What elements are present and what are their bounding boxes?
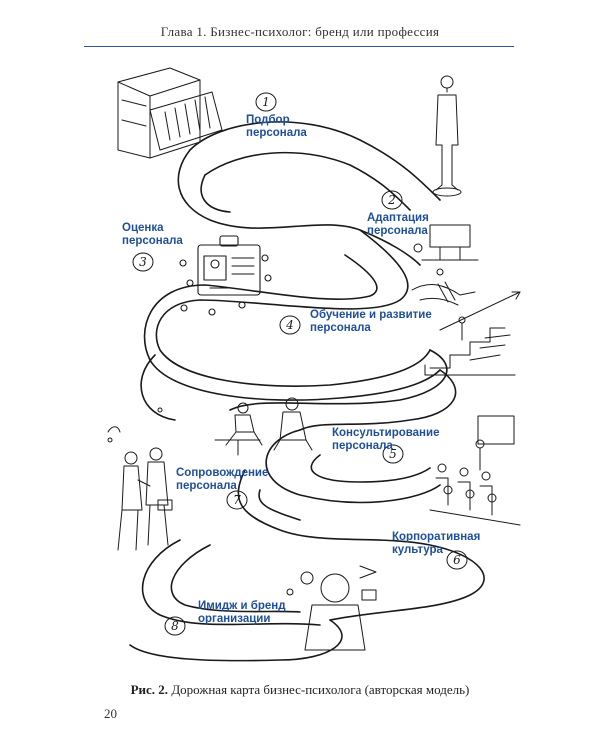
step-number-2: 2	[387, 193, 396, 207]
step-number-3: 3	[139, 255, 147, 269]
step-circle-8	[164, 616, 186, 636]
step-circle-4	[279, 315, 301, 335]
step-number-1: 1	[262, 95, 270, 109]
running-header: Глава 1. Бизнес-психолог: бренд или проф…	[160, 24, 440, 39]
step-circle-1	[255, 92, 277, 112]
figure-caption: Рис. 2. Дорожная карта бизнес-психолога …	[0, 682, 600, 698]
step-circle-7	[226, 490, 248, 510]
page-number: 20	[104, 706, 117, 721]
step-number-8: 8	[171, 619, 179, 633]
step-label-2: Адаптация персонала	[367, 212, 429, 237]
handshake-icon	[411, 224, 479, 306]
audience-icon	[429, 415, 521, 526]
support-handshake-icon	[107, 407, 173, 551]
step-circle-5	[382, 444, 404, 464]
header-rule	[84, 46, 514, 47]
step-number-6: 6	[453, 553, 461, 567]
step-label-7: Сопровождение персонала	[176, 467, 269, 492]
step-circles	[132, 92, 468, 636]
step-label-5: Консультирование персонала	[332, 427, 440, 452]
step-label-4: Обучение и развитие персонала	[310, 309, 432, 334]
figure-caption-label: Рис. 2.	[130, 682, 169, 697]
step-number-4: 4	[285, 318, 294, 332]
step-circle-6	[446, 550, 468, 570]
step-number-7: 7	[233, 493, 241, 507]
filing-cabinet-icon	[117, 67, 223, 159]
clipboard-icon	[179, 235, 272, 316]
step-label-6: Корпоративная культура	[392, 531, 481, 556]
consultation-icon	[214, 397, 313, 456]
step-circle-2	[381, 190, 403, 210]
step-circle-3	[132, 252, 154, 272]
step-number-5: 5	[389, 447, 397, 461]
step-label-3: Оценка персонала	[122, 222, 183, 247]
figure-caption-text: Дорожная карта бизнес-психолога (авторск…	[171, 682, 470, 697]
brand-woman-icon	[286, 565, 377, 651]
winding-road	[129, 121, 485, 662]
step-label-1: Подбор персонала	[246, 114, 307, 139]
standing-man-icon	[432, 75, 462, 197]
growth-stairs-icon	[424, 291, 521, 376]
step-label-8: Имидж и бренд организации	[198, 600, 286, 625]
